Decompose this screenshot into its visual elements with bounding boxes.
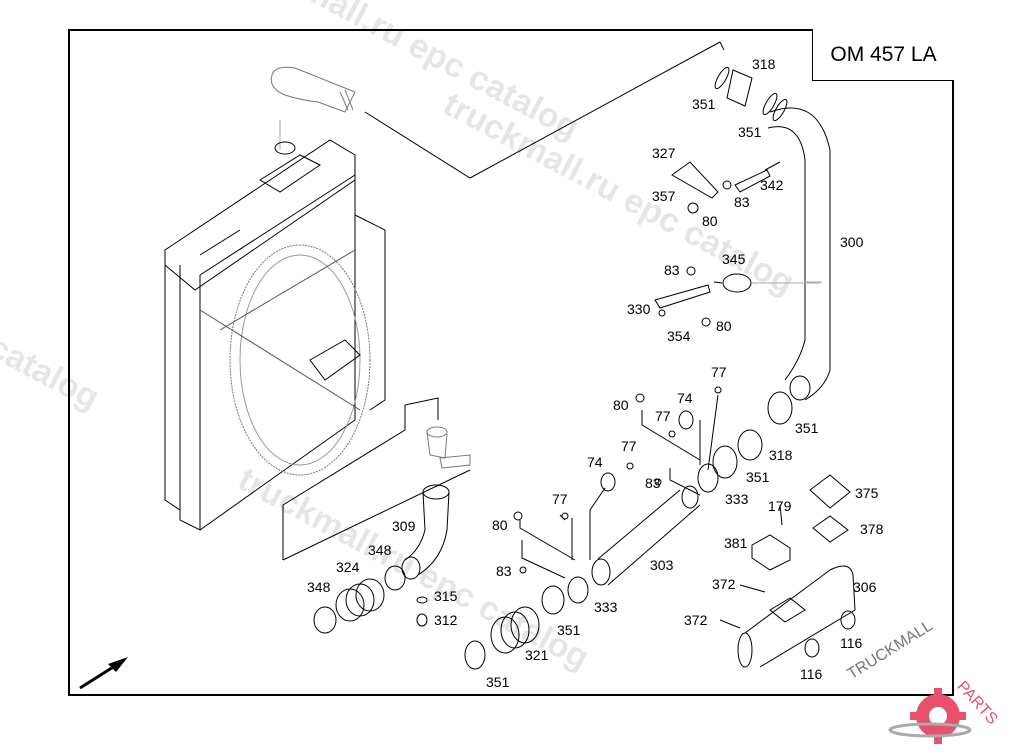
callout-label[interactable]: 77	[711, 364, 727, 380]
callout-label[interactable]: 80	[716, 318, 732, 334]
callout-label[interactable]: 381	[724, 535, 748, 551]
radiator-top-hose	[270, 66, 356, 113]
leader-line	[282, 397, 439, 560]
callout-label[interactable]: 378	[860, 521, 884, 537]
leader-line	[364, 41, 721, 179]
callout-label[interactable]: 354	[667, 328, 691, 344]
callout-label[interactable]: 357	[652, 188, 676, 204]
callout-label[interactable]: 348	[307, 579, 331, 595]
callout-label[interactable]: 77	[655, 408, 671, 424]
model-title: OM 457 LA	[812, 29, 954, 81]
callout-label[interactable]: 333	[594, 599, 618, 615]
callout-label[interactable]: 318	[769, 447, 793, 463]
diagram-frame	[68, 29, 954, 696]
callout-label[interactable]: 372	[712, 576, 736, 592]
truckmall-logo: TRUCKMALL PARTS	[844, 617, 1024, 750]
callout-label[interactable]: 83	[496, 563, 512, 579]
callout-label[interactable]: 351	[557, 622, 581, 638]
radiator-assembly	[164, 120, 386, 531]
callout-label[interactable]: 83	[734, 194, 750, 210]
callout-label[interactable]: 80	[613, 397, 629, 413]
callout-label[interactable]: 330	[627, 301, 651, 317]
callout-label[interactable]: 345	[722, 251, 746, 267]
callout-label[interactable]: 83	[645, 475, 661, 491]
callout-label[interactable]: 318	[752, 56, 776, 72]
callout-label[interactable]: 300	[840, 234, 864, 250]
callout-label[interactable]: 306	[853, 579, 877, 595]
callout-label[interactable]: 312	[434, 612, 458, 628]
callout-label[interactable]: 303	[650, 557, 674, 573]
callout-label[interactable]: 77	[621, 438, 637, 454]
arrow-icon	[79, 657, 128, 690]
callout-label[interactable]: 77	[552, 491, 568, 507]
callout-label[interactable]: 116	[840, 635, 863, 651]
callout-label[interactable]: 342	[760, 177, 784, 193]
callout-label[interactable]: 351	[486, 674, 510, 690]
callout-label[interactable]: 372	[684, 612, 708, 628]
callout-label[interactable]: 348	[368, 542, 392, 558]
callout-label[interactable]: 327	[652, 145, 676, 161]
callout-label[interactable]: 116	[800, 666, 823, 682]
callout-label[interactable]: 83	[664, 262, 680, 278]
callout-label[interactable]: 333	[725, 491, 749, 507]
callout-label[interactable]: 351	[738, 124, 762, 140]
callout-label[interactable]: 309	[392, 518, 416, 534]
callout-label[interactable]: 80	[492, 517, 508, 533]
callout-label[interactable]: 74	[677, 390, 693, 406]
callout-label[interactable]: 375	[855, 485, 879, 501]
gear-icon	[888, 688, 972, 744]
callout-label[interactable]: 315	[434, 588, 458, 604]
callout-label[interactable]: 351	[746, 469, 770, 485]
callout-label[interactable]: 179	[768, 498, 792, 514]
callout-label[interactable]: 324	[336, 559, 360, 575]
callout-label[interactable]: 80	[702, 213, 718, 229]
callout-label[interactable]: 351	[795, 420, 819, 436]
callout-label[interactable]: 351	[692, 96, 716, 112]
callout-label[interactable]: 74	[587, 454, 603, 470]
callout-label[interactable]: 321	[525, 647, 549, 663]
